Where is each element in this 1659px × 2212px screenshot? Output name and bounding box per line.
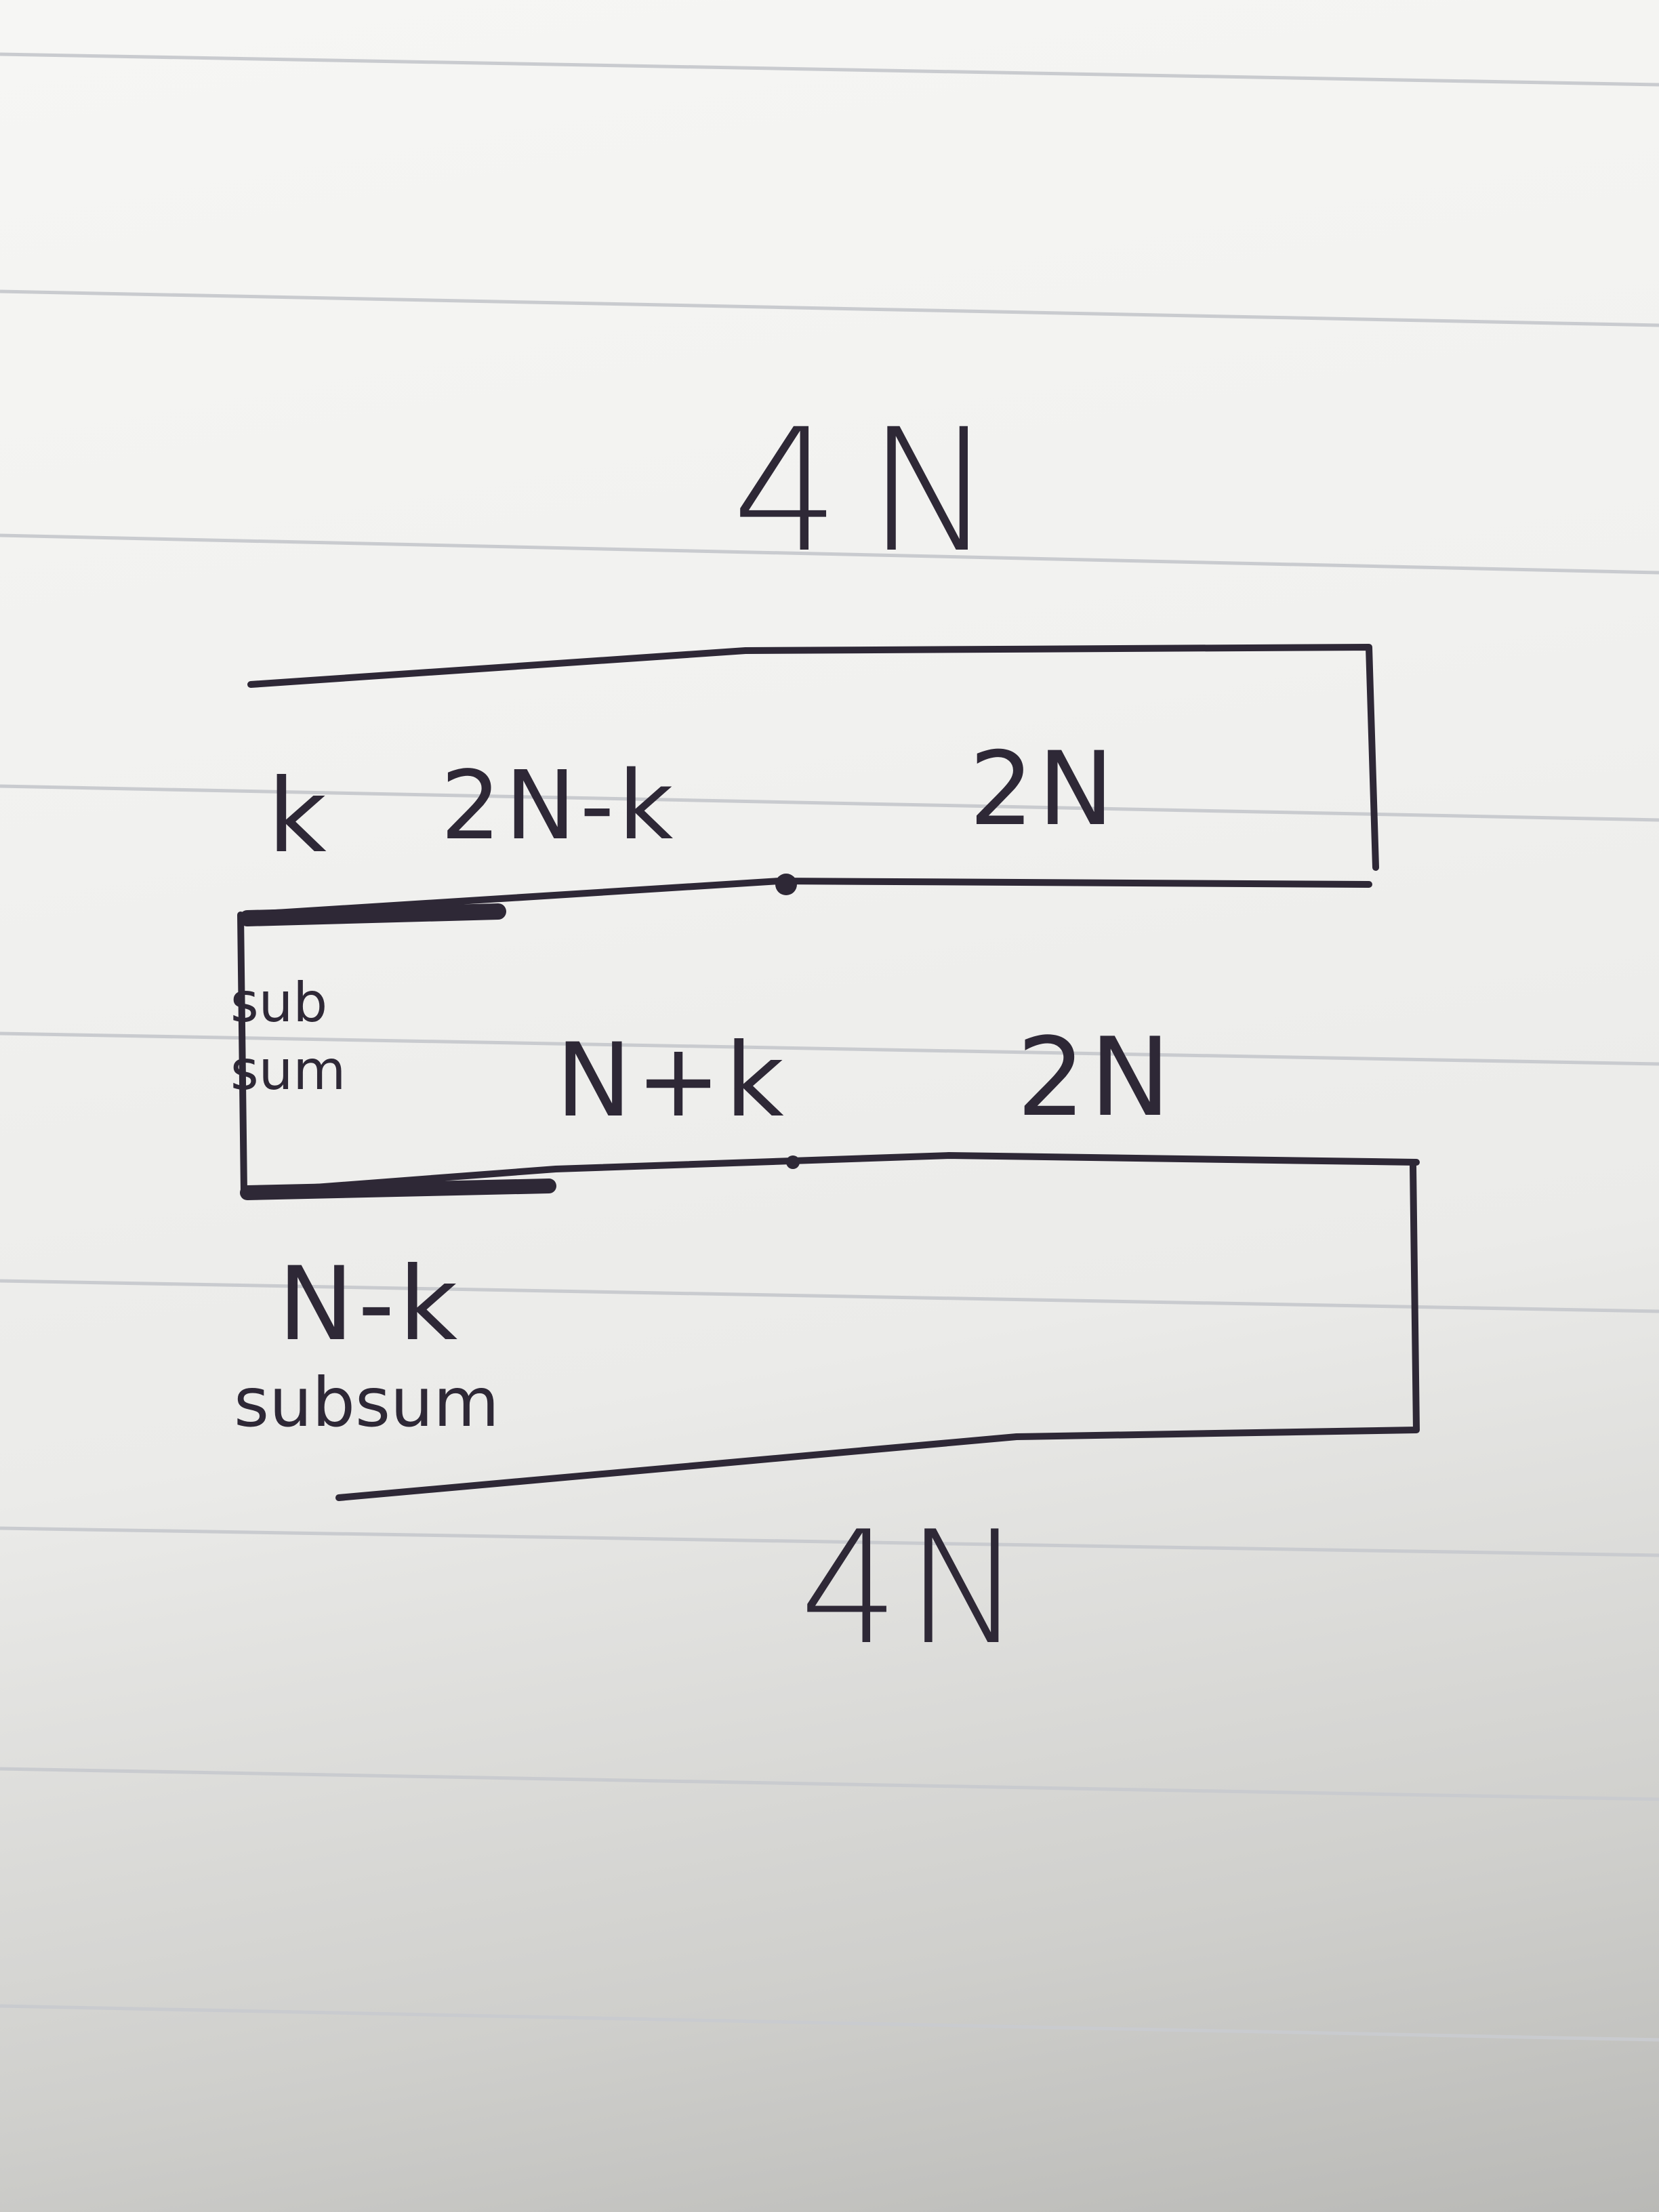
right-bracket	[335, 1162, 1420, 1501]
note-subsum: subsum	[234, 1363, 499, 1442]
segment-label-2n-minus-k: 2N-k	[441, 751, 678, 861]
segment-label-n-minus-k: N-k	[278, 1246, 462, 1364]
split-point-upper	[775, 874, 797, 895]
top-length-label: 4N	[732, 392, 1021, 590]
segment-label-n-plus-k: N+k	[556, 1022, 788, 1140]
bottom-length-label: 4N	[800, 1498, 1029, 1679]
note-sum: sum	[230, 1039, 346, 1102]
left-connector	[237, 912, 247, 1196]
split-point-middle	[786, 1155, 800, 1169]
middle-line	[241, 1152, 1420, 1196]
note-sub: sub	[230, 971, 328, 1034]
k-highlight-upper	[239, 903, 506, 926]
top-bracket	[247, 644, 1379, 871]
k-highlight-lower	[240, 1179, 556, 1200]
segment-label-2n-upper: 2N	[969, 731, 1118, 848]
segment-label-2n-middle: 2N	[1017, 1014, 1175, 1141]
segment-label-k: k	[268, 758, 331, 876]
